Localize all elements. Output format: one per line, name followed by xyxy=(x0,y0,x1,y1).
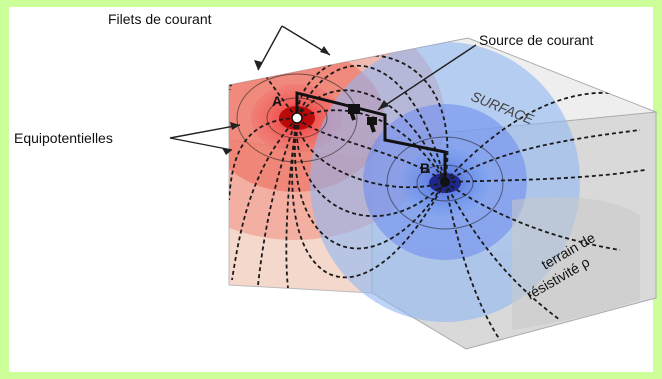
electrode-b-label: B xyxy=(420,160,430,176)
annotation-leaders xyxy=(169,25,477,151)
label-equipotentielles: Equipotentielles xyxy=(14,130,113,146)
electrode-a xyxy=(291,112,303,124)
electrode-a-label: A xyxy=(272,93,282,109)
label-source-de-courant: Source de courant xyxy=(479,32,594,48)
label-filets-de-courant: Filets de courant xyxy=(108,11,212,27)
current-source-box xyxy=(348,104,360,114)
current-field-lines xyxy=(229,52,646,341)
resistivity-wedge xyxy=(512,197,640,330)
electrode-b xyxy=(440,177,450,187)
